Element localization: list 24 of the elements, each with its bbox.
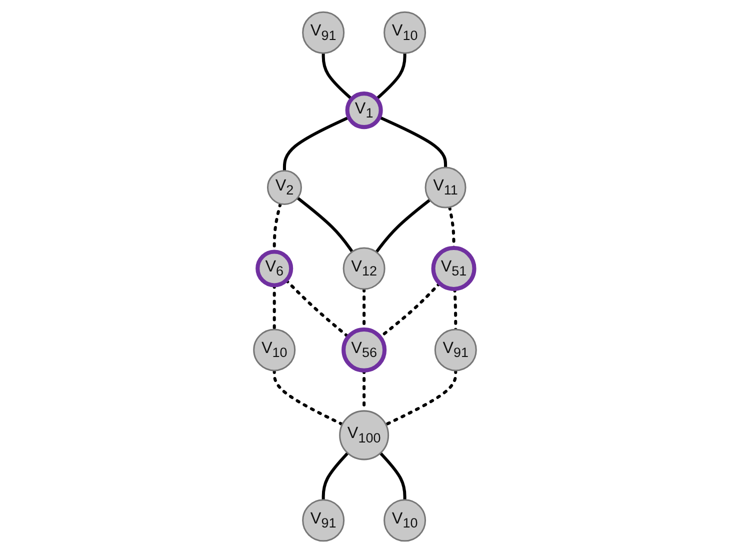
connector [272, 368, 344, 426]
node-circle: V$_{51}$ [431, 245, 476, 291]
node-circle: V$_{10}$ [384, 10, 426, 54]
node-circle: V$_{10}$ [253, 328, 296, 371]
connector [282, 115, 350, 170]
node-circle: V$_{100}$ [339, 410, 390, 460]
connector [384, 368, 458, 426]
connector [375, 52, 406, 100]
node-circle: V$_{1}$ [345, 91, 383, 129]
node-circle: V$_{12}$ [342, 246, 386, 290]
connector [322, 52, 353, 100]
node-circle: V$_{91}$ [434, 328, 477, 371]
node-circle: V$_{11}$ [424, 166, 466, 208]
connector [296, 196, 354, 252]
node-circle: V$_{6}$ [256, 249, 294, 287]
connector [378, 115, 448, 168]
connector [375, 198, 431, 253]
node-circle: V$_{91}$ [302, 498, 345, 542]
node-circle: V$_{10}$ [384, 498, 426, 542]
connector [322, 452, 349, 500]
node-circle: V$_{56}$ [342, 326, 387, 372]
node-circle: V$_{2}$ [266, 170, 302, 205]
node-circle: V$_{91}$ [302, 10, 345, 54]
connector [379, 452, 406, 500]
